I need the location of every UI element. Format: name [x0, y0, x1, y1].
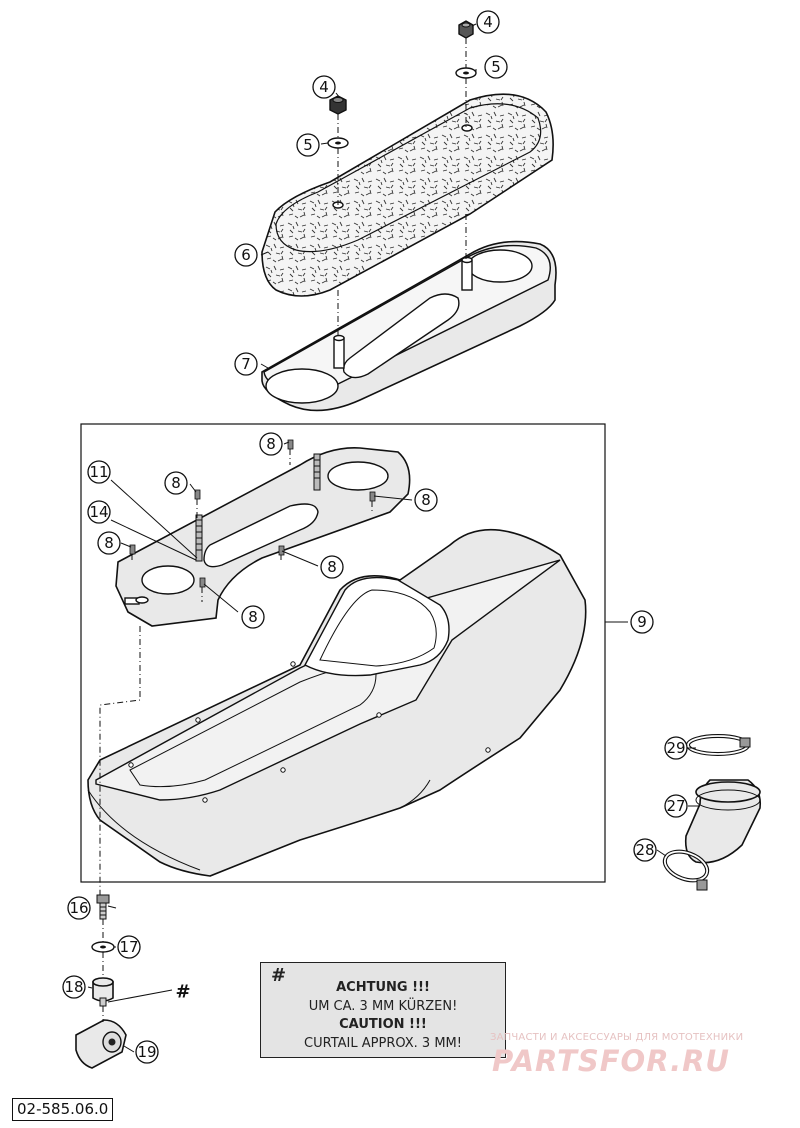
- shortening-note: # ACHTUNG !!! UM CA. 3 MM KÜRZEN! CAUTIO…: [260, 962, 506, 1058]
- callout-label: 6: [241, 246, 251, 264]
- clamp-part-28: [662, 849, 710, 891]
- callout-8-center: 8: [320, 555, 344, 579]
- clamp-part-29: [686, 734, 751, 756]
- callout-label: 5: [491, 58, 501, 76]
- assembly-line: [99, 626, 141, 900]
- callout-19: 19: [135, 1040, 159, 1064]
- callout-label: 8: [327, 558, 337, 576]
- assembly-frame: [80, 423, 606, 883]
- callout-label: 11: [89, 463, 108, 481]
- callout-label: 19: [137, 1043, 156, 1061]
- intake-boot-part-27: [684, 779, 762, 864]
- callout-5-upper: 5: [484, 55, 508, 79]
- mounting-plate: [115, 447, 411, 627]
- note-hash-marker: #: [271, 965, 287, 986]
- callout-27: 27: [664, 794, 688, 818]
- foam-filter-part-6: [261, 93, 554, 297]
- callout-label: 8: [421, 491, 431, 509]
- callout-8-bottom: 8: [241, 605, 265, 629]
- callout-label: 7: [241, 355, 251, 373]
- callout-label: 4: [319, 78, 329, 96]
- studs-screws-parts-8-11-14: [129, 439, 376, 602]
- callout-9: 9: [630, 610, 654, 634]
- callout-label: 16: [69, 899, 88, 917]
- callout-label: 8: [171, 474, 181, 492]
- callout-7: 7: [234, 352, 258, 376]
- callout-8-left-upper: 8: [164, 471, 188, 495]
- callout-label: 8: [266, 435, 276, 453]
- callout-8-top: 8: [259, 432, 283, 456]
- callout-label: 9: [637, 613, 647, 631]
- callout-label: 8: [248, 608, 258, 626]
- callout-label: 27: [666, 797, 685, 815]
- callout-5-lower: 5: [296, 133, 320, 157]
- callout-16: 16: [67, 896, 91, 920]
- hash-marker: #: [175, 982, 190, 1003]
- note-instruction-en: CURTAIL APPROX. 3 MM!: [304, 1035, 462, 1051]
- callout-label: 14: [89, 503, 108, 521]
- leader-lines: [87, 23, 700, 1053]
- callout-4-upper: 4: [476, 10, 500, 34]
- watermark-tagline: ЗАПЧАСТИ И АКСЕССУАРЫ ДЛЯ МОТОТЕХНИКИ: [490, 1032, 744, 1043]
- callout-label: 5: [303, 136, 313, 154]
- callout-label: 4: [483, 13, 493, 31]
- callout-8-right: 8: [414, 488, 438, 512]
- callout-14: 14: [87, 500, 111, 524]
- callout-28: 28: [633, 838, 657, 862]
- callout-17: 17: [117, 935, 141, 959]
- air-box-part-9: [87, 528, 587, 877]
- filter-plate-part-7: [261, 240, 557, 412]
- callout-label: 17: [119, 938, 138, 956]
- callout-18: 18: [62, 975, 86, 999]
- callout-4-lower: 4: [312, 75, 336, 99]
- callout-label: 18: [64, 978, 83, 996]
- callout-label: 28: [635, 841, 654, 859]
- note-warning-de: ACHTUNG !!!: [336, 980, 430, 995]
- note-instruction-de: UM CA. 3 MM KÜRZEN!: [308, 998, 458, 1014]
- callout-label: 29: [666, 739, 685, 757]
- callout-8-left-lower: 8: [97, 531, 121, 555]
- watermark: ЗАПЧАСТИ И АКСЕССУАРЫ ДЛЯ МОТОТЕХНИКИ PA…: [490, 1032, 796, 1082]
- note-warning-en: CAUTION !!!: [339, 1017, 427, 1032]
- callout-11: 11: [87, 460, 111, 484]
- bottom-hardware-parts-16-19: [75, 894, 127, 1069]
- callout-label: 8: [104, 534, 114, 552]
- drawing-number: 02-585.06.0: [12, 1098, 114, 1121]
- callout-29: 29: [664, 736, 688, 760]
- callout-6: 6: [234, 243, 258, 267]
- watermark-brand: PARTSFOR.RU: [492, 1044, 730, 1078]
